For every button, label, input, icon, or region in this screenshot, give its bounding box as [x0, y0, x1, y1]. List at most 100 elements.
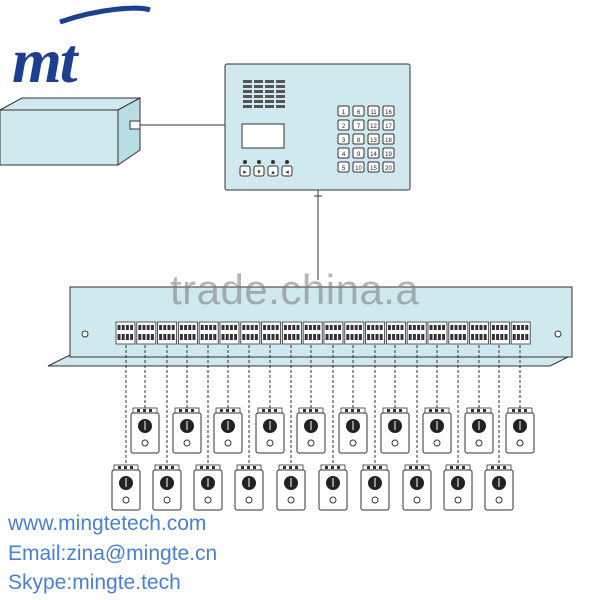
terminal-pin	[234, 325, 238, 330]
terminal-pin	[146, 325, 150, 330]
terminal-pin	[512, 325, 516, 330]
connector-pin	[253, 466, 256, 469]
connector-pin	[159, 466, 162, 469]
grill-slot	[243, 95, 252, 98]
terminal-pin	[200, 325, 204, 330]
grill-slot	[243, 80, 252, 83]
terminal-pin	[421, 325, 425, 330]
grill-slot	[265, 90, 274, 93]
company-logo: mt	[12, 5, 151, 96]
terminal-pin	[171, 325, 175, 330]
terminal-pin	[121, 334, 125, 340]
terminal-pin	[150, 325, 154, 330]
grill-slot	[265, 105, 274, 108]
terminal-pin	[167, 325, 171, 330]
keypad-key	[352, 119, 365, 131]
contact-email[interactable]: Email:zina@mingte.cn	[8, 542, 218, 565]
terminal-pin	[412, 334, 416, 340]
terminal-pin	[512, 334, 516, 340]
terminal-pin	[184, 334, 188, 340]
keypad-key	[337, 147, 350, 159]
keypad-key-label: 19	[385, 152, 392, 158]
terminal-pin	[521, 334, 525, 340]
upper-module	[296, 407, 326, 454]
terminal-pin	[333, 325, 337, 330]
indicator-led	[271, 160, 275, 164]
connector-pin	[331, 466, 334, 469]
terminal-pin	[204, 325, 208, 330]
lower-module	[484, 464, 514, 511]
terminal-pin	[454, 325, 458, 330]
module-led	[433, 439, 441, 447]
terminal-pin	[475, 334, 479, 340]
terminal-pin	[379, 325, 383, 330]
terminal-pin	[171, 334, 175, 340]
terminal-pin	[350, 325, 354, 330]
logo-text: mt	[12, 25, 80, 96]
grill-slot	[243, 90, 252, 93]
keypad-key-label: 10	[355, 166, 362, 172]
connector-pin	[165, 466, 168, 469]
keypad-key-label: 13	[370, 138, 377, 144]
keypad-key	[382, 161, 395, 173]
terminal-pin	[130, 334, 134, 340]
terminal-pin	[204, 334, 208, 340]
module-led	[391, 439, 399, 447]
terminal-pin	[184, 325, 188, 330]
terminal-pin	[159, 334, 163, 340]
terminal-pin	[437, 334, 441, 340]
keypad-key	[337, 133, 350, 145]
connector-pin	[393, 409, 396, 412]
connector-pin	[471, 409, 474, 412]
terminal-pin	[500, 325, 504, 330]
terminal-pin	[142, 325, 146, 330]
terminal-pin	[263, 334, 267, 340]
terminal-pin	[483, 325, 487, 330]
terminal-pin	[442, 334, 446, 340]
terminal-pin	[458, 325, 462, 330]
terminal-pin	[325, 334, 329, 340]
terminal-pin	[150, 334, 154, 340]
terminal-pin	[271, 325, 275, 330]
terminal-pin	[354, 325, 358, 330]
module-led	[122, 496, 130, 504]
keypad-key-label: 20	[385, 166, 392, 172]
lower-module	[234, 464, 264, 511]
module-led	[266, 439, 274, 447]
terminal-pin	[475, 325, 479, 330]
terminal-pin	[254, 334, 258, 340]
grill-slot	[243, 100, 252, 103]
connector-pin	[268, 409, 271, 412]
terminal-pin	[283, 334, 287, 340]
grill-slot	[243, 105, 252, 108]
module-led	[224, 439, 232, 447]
lower-module	[193, 464, 223, 511]
terminal-pin	[163, 325, 167, 330]
terminal-pin	[271, 334, 275, 340]
terminal-pin	[392, 325, 396, 330]
terminal-pin	[179, 325, 183, 330]
connector-pin	[191, 409, 194, 412]
modules-lower-row	[111, 464, 514, 511]
keypad-key-label: 8	[357, 138, 361, 144]
connector-pin	[232, 409, 235, 412]
connector-pin	[512, 409, 515, 412]
keypad-key	[352, 133, 365, 145]
lower-module	[276, 464, 306, 511]
terminal-pin	[450, 334, 454, 340]
keypad-key	[367, 161, 380, 173]
grill-slot	[276, 100, 285, 103]
contact-website[interactable]: www.mingtetech.com	[8, 512, 207, 535]
indicator-led	[285, 160, 289, 164]
terminal-pin	[437, 325, 441, 330]
connector-pin	[247, 466, 250, 469]
upper-module	[380, 407, 410, 454]
connector-pin	[179, 409, 182, 412]
terminal-pin	[209, 325, 213, 330]
terminal-pin	[234, 334, 238, 340]
terminal-pin	[400, 334, 404, 340]
terminal-pin	[525, 325, 529, 330]
terminal-pin	[317, 325, 321, 330]
contact-skype[interactable]: Skype:mingte.tech	[8, 571, 181, 594]
terminal-pin	[117, 334, 121, 340]
